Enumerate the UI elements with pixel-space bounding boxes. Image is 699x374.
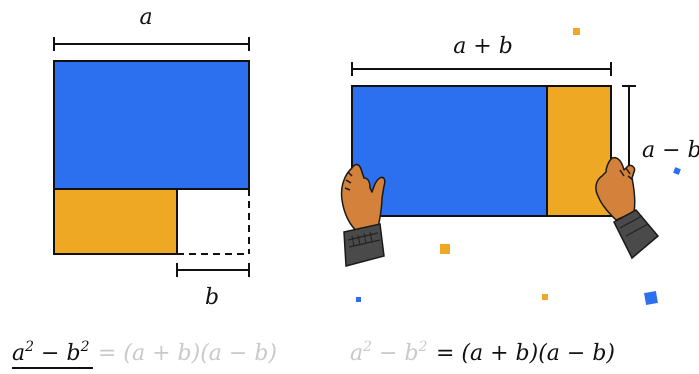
left-eq-lhs: a2 − b2 xyxy=(12,339,90,366)
left-missing-square xyxy=(177,189,250,255)
left-figure: a b xyxy=(53,5,250,310)
confetti-piece xyxy=(356,297,361,302)
label-a: a xyxy=(139,5,152,30)
left-orange-rect xyxy=(53,188,178,255)
right-eq-lhs: a2 − b2 xyxy=(350,339,428,366)
label-a-plus-b: a + b xyxy=(453,34,513,59)
confetti-piece xyxy=(644,291,658,305)
right-eq-rhs: = (a + b)(a − b) xyxy=(436,341,615,366)
confetti-piece xyxy=(673,167,681,175)
left-blue-rect xyxy=(53,60,250,190)
label-b: b xyxy=(205,285,219,310)
right-hand-icon xyxy=(595,156,660,260)
confetti xyxy=(356,28,681,305)
right-top-dimension xyxy=(351,62,612,76)
right-blue-rect xyxy=(351,85,548,217)
label-a-minus-b: a − b xyxy=(642,138,699,163)
confetti-piece xyxy=(542,294,548,300)
left-equation: a2 − b2 = (a + b)(a − b) xyxy=(12,339,277,369)
left-top-dimension xyxy=(53,37,250,51)
left-eq-rhs: = (a + b)(a − b) xyxy=(98,341,277,366)
confetti-piece xyxy=(573,28,580,35)
confetti-piece xyxy=(440,244,450,254)
right-equation: a2 − b2 = (a + b)(a − b) xyxy=(350,339,615,366)
left-bottom-dimension xyxy=(176,263,250,277)
left-hand-icon xyxy=(340,163,386,267)
right-figure: a + b a − b xyxy=(340,28,699,305)
